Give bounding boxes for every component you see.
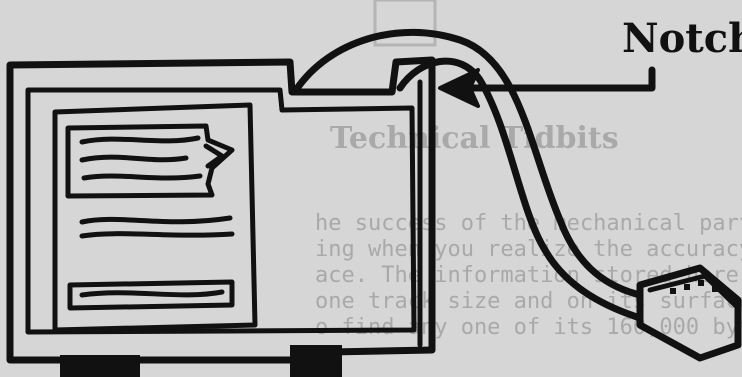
label-scribble-line [82, 138, 198, 142]
disk-foot-left [60, 355, 140, 377]
connector-pin [698, 280, 704, 286]
label-scribble-line [84, 176, 200, 178]
bleed-through-line: ing when you realize the accuracy that [315, 237, 742, 262]
connector-pin [670, 288, 676, 294]
label-middle-line [82, 218, 230, 222]
notch-callout-label: Notch [622, 15, 742, 62]
connector-pin [712, 286, 718, 292]
bleed-through-line: o find any one of its 160,000 byte [315, 315, 742, 340]
disk-foot-right [290, 345, 342, 377]
bleed-through-heading: Technical Tidbits [330, 121, 619, 156]
label-scribble-line [82, 292, 222, 295]
bleed-through-line: one track size and on its surface. T [315, 289, 742, 314]
label-scribble-line [82, 157, 186, 160]
label-middle-line [82, 234, 232, 236]
connector-pin [684, 284, 690, 290]
